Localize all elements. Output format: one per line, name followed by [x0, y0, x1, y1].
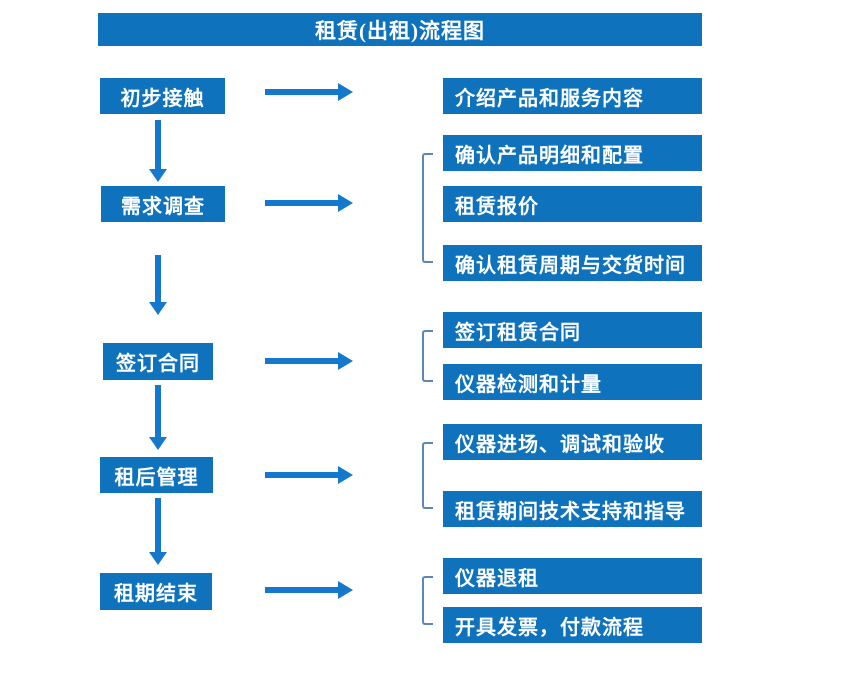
detail-box-sign-rental-contract: 签订租赁合同 [443, 312, 702, 348]
detail-box-instrument-arrival-debug-acceptance: 仪器进场、调试和验收 [443, 424, 702, 460]
detail-box-rental-period-tech-support: 租赁期间技术支持和指导 [443, 491, 702, 527]
stage-box-needs-survey: 需求调查 [101, 186, 225, 222]
flowchart-title: 租赁(出租)流程图 [98, 13, 702, 46]
detail-box-invoice-payment-process: 开具发票，付款流程 [443, 607, 702, 643]
bracket-group-4 [422, 442, 433, 509]
detail-box-confirm-product-details-config: 确认产品明细和配置 [443, 135, 702, 171]
down-arrow-icon-2 [149, 255, 167, 315]
stage-box-sign-contract: 签订合同 [103, 343, 213, 380]
detail-box-confirm-rental-period-delivery: 确认租赁周期与交货时间 [443, 245, 702, 281]
detail-box-rental-quotation: 租赁报价 [443, 186, 702, 222]
down-arrow-icon-4 [149, 498, 167, 565]
right-arrow-icon-3 [265, 352, 353, 370]
right-arrow-icon-5 [265, 581, 353, 599]
bracket-group-5 [422, 576, 433, 625]
right-arrow-icon-4 [265, 466, 353, 484]
right-arrow-icon-2 [265, 194, 353, 212]
stage-box-rental-end: 租期结束 [100, 573, 212, 610]
bracket-group-2 [422, 153, 433, 263]
down-arrow-icon-3 [149, 385, 167, 450]
right-arrow-icon-1 [265, 83, 353, 101]
bracket-group-3 [422, 330, 433, 382]
detail-box-introduce-products-services: 介绍产品和服务内容 [443, 78, 702, 114]
stage-box-initial-contact: 初步接触 [100, 78, 225, 114]
detail-box-instrument-return: 仪器退租 [443, 558, 702, 594]
stage-box-post-rental-management: 租后管理 [100, 457, 213, 493]
detail-box-instrument-inspection-calibration: 仪器检测和计量 [443, 364, 702, 400]
down-arrow-icon-1 [149, 120, 167, 182]
